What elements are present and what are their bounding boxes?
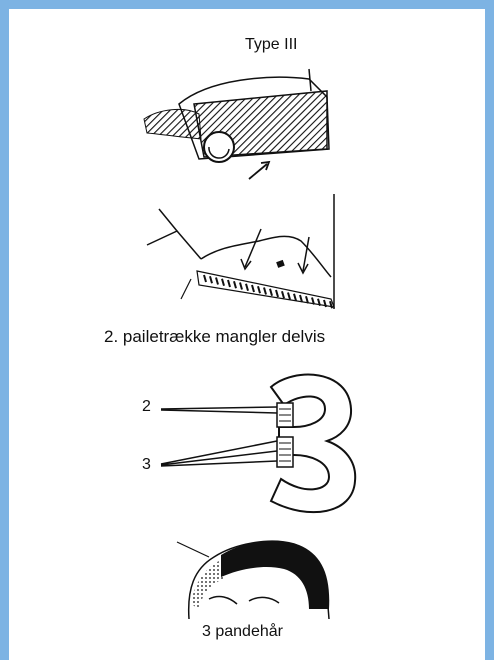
cilium-tick	[294, 294, 296, 301]
cilium-tick	[276, 290, 278, 297]
eyelid-hatched-growth	[144, 69, 329, 179]
cilium-tick	[216, 278, 218, 285]
caption-forelock: 3 pandehår	[202, 623, 283, 641]
cilium-tick	[252, 285, 254, 292]
cilium-tick	[270, 289, 272, 296]
head-hair-illustration	[177, 541, 329, 619]
label-3: 3	[142, 456, 151, 474]
eyelid-partial-row-illustration	[147, 194, 334, 309]
figure-frame: Type III	[9, 9, 485, 660]
cilium-tick	[264, 288, 266, 295]
cilium-tick	[228, 280, 230, 287]
caption-partial-row: 2. pailetrække mangler delvis	[104, 327, 325, 347]
cilium-tick	[210, 276, 212, 283]
cilium-tick	[204, 275, 206, 282]
cilium-tick	[288, 293, 290, 300]
label-2: 2	[142, 398, 151, 416]
cilium-tick	[246, 284, 248, 291]
cilium-tick	[222, 279, 224, 286]
cilium-tick	[258, 286, 260, 293]
cilium-tick	[282, 291, 284, 298]
number-three-illustration	[161, 375, 355, 513]
cilium-tick	[240, 283, 242, 290]
cilium-tick	[234, 281, 236, 288]
